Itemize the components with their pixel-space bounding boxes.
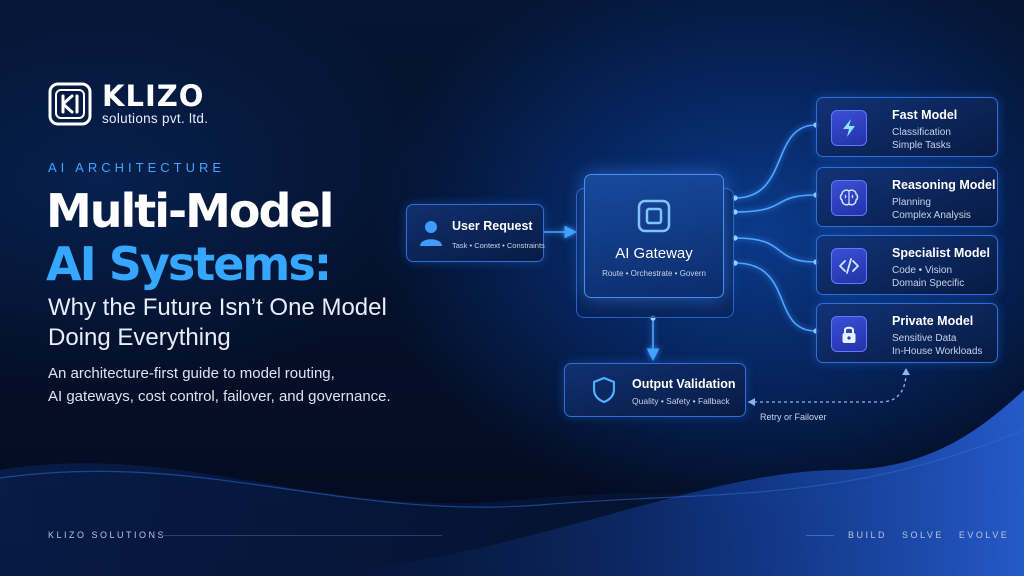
model-line-2: Domain Specific xyxy=(892,278,965,289)
user-request-title: User Request xyxy=(452,219,533,233)
brain-icon xyxy=(839,189,859,206)
brand-name: KLIZO xyxy=(102,79,205,113)
model-title: Reasoning Model xyxy=(892,178,996,192)
brand-tagline: solutions pvt. ltd. xyxy=(102,111,209,126)
title-line-2: AI Systems: xyxy=(46,237,332,291)
ai-gateway-node: AI Gateway Route • Orchestrate • Govern xyxy=(584,174,724,298)
connector-gateway-to-private xyxy=(734,262,817,332)
connector-retry-failover xyxy=(748,371,907,403)
model-icon-tile xyxy=(831,316,867,352)
subtitle: Why the Future Isn’t One Model Doing Eve… xyxy=(48,293,428,353)
model-node-specialist: Specialist Model Code • Vision Domain Sp… xyxy=(816,235,998,295)
footer-motto: BUILD SOLVE EVOLVE xyxy=(848,530,1010,540)
footer-divider-right xyxy=(806,535,834,536)
description-line-2: AI gateways, cost control, failover, and… xyxy=(48,388,391,405)
eyebrow-label: AI ARCHITECTURE xyxy=(48,160,226,175)
model-title: Private Model xyxy=(892,314,974,328)
model-line-1: Code • Vision xyxy=(892,265,953,276)
output-subtitle: Quality • Safety • Fallback xyxy=(632,396,730,406)
model-icon-tile xyxy=(831,110,867,146)
model-node-private: Private Model Sensitive Data In-House Wo… xyxy=(816,303,998,363)
model-title: Fast Model xyxy=(892,108,958,122)
output-title: Output Validation xyxy=(632,377,736,391)
model-node-fast: Fast Model Classification Simple Tasks xyxy=(816,97,998,157)
gateway-subtitle: Route • Orchestrate • Govern xyxy=(602,269,706,278)
model-icon-tile xyxy=(831,180,867,216)
model-line-2: In-House Workloads xyxy=(892,346,983,357)
model-line-1: Sensitive Data xyxy=(892,333,957,344)
model-line-1: Planning xyxy=(892,197,931,208)
model-line-2: Simple Tasks xyxy=(892,140,951,151)
model-line-1: Classification xyxy=(892,127,951,138)
footer-divider-left xyxy=(162,535,442,536)
model-icon-tile xyxy=(831,248,867,284)
model-node-reasoning: Reasoning Model Planning Complex Analysi… xyxy=(816,167,998,227)
user-request-subtitle: Task • Context • Constraints xyxy=(452,241,545,250)
footer-company: KLIZO SOLUTIONS xyxy=(48,530,167,540)
output-validation-node: Output Validation Quality • Safety • Fal… xyxy=(564,363,746,417)
brand-logo: KLIZO solutions pvt. ltd. xyxy=(48,82,208,126)
retry-failover-label: Retry or Failover xyxy=(760,412,827,422)
klizo-ki-monogram-icon xyxy=(48,82,92,126)
model-line-2: Complex Analysis xyxy=(892,210,971,221)
model-title: Specialist Model xyxy=(892,246,990,260)
subtitle-line-2: Doing Everything xyxy=(48,324,231,351)
gateway-title: AI Gateway xyxy=(615,245,693,262)
user-request-node: User Request Task • Context • Constraint… xyxy=(406,204,545,262)
lightning-icon xyxy=(843,119,855,137)
shield-icon xyxy=(593,377,615,403)
code-icon xyxy=(839,258,859,274)
connector-gateway-to-specialist xyxy=(734,237,817,263)
connector-gateway-to-fast xyxy=(734,124,817,199)
subtitle-line-1: Why the Future Isn’t One Model xyxy=(48,294,387,321)
lock-icon xyxy=(842,326,856,343)
description-line-1: An architecture-first guide to model rou… xyxy=(48,365,335,382)
connector-gateway-to-reasoning xyxy=(734,194,817,213)
user-icon xyxy=(420,221,442,246)
title-line-1: Multi-Model xyxy=(46,184,334,238)
description: An architecture-first guide to model rou… xyxy=(48,362,418,408)
chip-icon xyxy=(637,199,671,233)
